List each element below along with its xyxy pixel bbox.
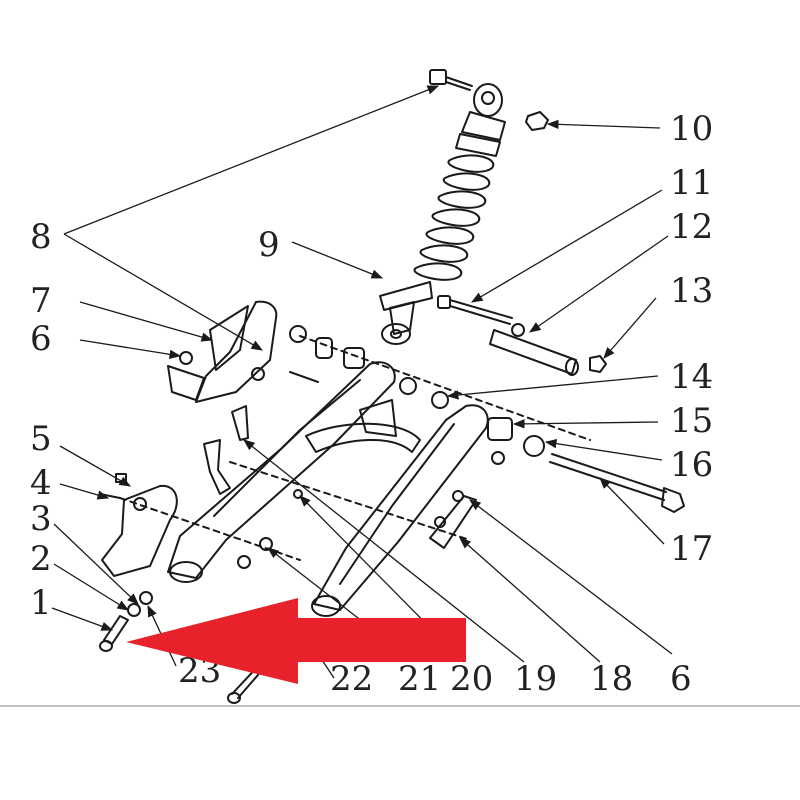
pivot-bolt bbox=[549, 453, 685, 513]
callout-10: 10 bbox=[670, 109, 713, 149]
callout-11: 11 bbox=[670, 163, 713, 203]
leader-lines bbox=[51, 85, 673, 679]
bushings-left bbox=[289, 325, 449, 409]
swingarm bbox=[167, 361, 489, 617]
chain-slider bbox=[429, 490, 477, 549]
sleeve-nut bbox=[589, 355, 607, 373]
callout-18: 18 bbox=[590, 659, 633, 699]
sleeve bbox=[489, 323, 579, 376]
callout-20: 20 bbox=[450, 659, 493, 699]
spring-coils bbox=[413, 154, 495, 281]
callout-4: 4 bbox=[30, 463, 52, 503]
bushings-right bbox=[487, 417, 545, 465]
shock-top-nut bbox=[525, 111, 549, 131]
shock-absorber bbox=[379, 83, 506, 345]
callout-labels: 8 9 10 11 12 13 7 6 14 15 16 17 5 4 3 2 … bbox=[30, 109, 713, 699]
callout-3: 3 bbox=[30, 499, 52, 539]
callout-12: 12 bbox=[670, 207, 713, 247]
callout-2: 2 bbox=[30, 539, 52, 579]
red-pointer-arrow bbox=[126, 598, 466, 684]
callout-5: 5 bbox=[30, 419, 52, 459]
callout-21: 21 bbox=[398, 659, 441, 699]
callout-22: 22 bbox=[330, 659, 373, 699]
linkage-bolt bbox=[437, 295, 513, 325]
callout-15: 15 bbox=[670, 401, 713, 441]
callout-9: 9 bbox=[258, 225, 280, 265]
shock-top-bolt bbox=[429, 69, 473, 91]
callout-1: 1 bbox=[30, 583, 52, 623]
callout-6-right: 6 bbox=[670, 659, 692, 699]
callout-6-left: 6 bbox=[30, 319, 52, 359]
callout-19: 19 bbox=[514, 659, 557, 699]
callout-17: 17 bbox=[670, 529, 713, 569]
chain-guard bbox=[167, 300, 278, 403]
callout-13: 13 bbox=[670, 271, 713, 311]
callout-8: 8 bbox=[30, 217, 52, 257]
brackets-center bbox=[203, 405, 249, 495]
callout-16: 16 bbox=[670, 445, 713, 485]
brake-plate bbox=[99, 473, 178, 577]
callout-14: 14 bbox=[670, 357, 713, 397]
callout-7: 7 bbox=[30, 281, 52, 321]
